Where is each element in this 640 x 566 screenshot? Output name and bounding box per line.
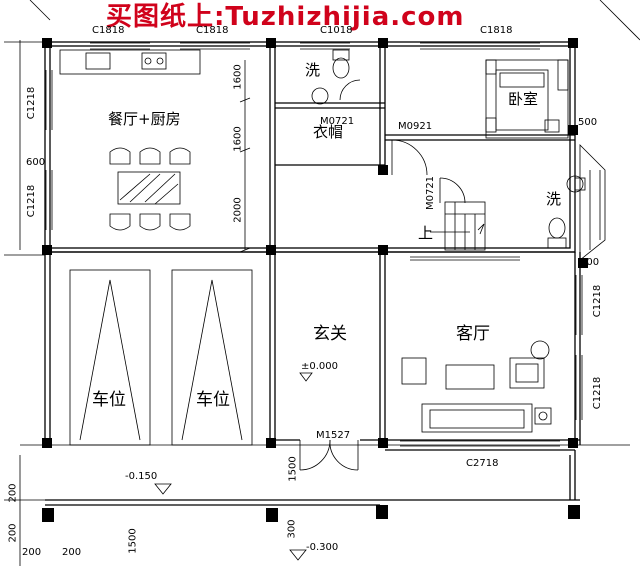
dim-300: 300 [286, 519, 298, 539]
code-window-bath: C1018 [320, 25, 353, 36]
dim-1500-bottom: 1500 [127, 528, 139, 554]
code-window-right-upper: C1218 [592, 284, 604, 318]
room-label-foyer: 玄关 [313, 324, 347, 344]
room-label-bedroom: 卧室 [508, 90, 539, 108]
code-door-entry: M1527 [316, 430, 351, 441]
dim-500-a: 500 [578, 117, 598, 128]
dim-200-c: 200 [22, 547, 42, 558]
watermark: 买图纸上:Tuzhizhijia.com [106, 2, 465, 32]
room-label-parking-1: 车位 [92, 390, 126, 410]
dim-200-b: 200 [7, 523, 19, 543]
code-door-bath: M0721 [425, 175, 437, 211]
code-door-bedroom: M0921 [398, 121, 433, 132]
dim-200-a: 200 [7, 483, 19, 503]
code-window-left-upper: C1218 [26, 86, 38, 120]
elevation-outside: -0.300 [306, 542, 339, 553]
elevation-garage: -0.150 [125, 471, 158, 482]
dim-200-d: 200 [62, 547, 82, 558]
code-window-right-lower: C1218 [592, 376, 604, 410]
room-label-dining-kitchen: 餐厅+厨房 [108, 110, 181, 128]
elevation-foyer: ±0.000 [301, 361, 339, 372]
room-label-bath-top: 洗 [305, 61, 321, 79]
code-window-left-lower: C1218 [26, 184, 38, 218]
room-label-living-room: 客厅 [456, 324, 490, 344]
dim-1500-door: 1500 [287, 456, 299, 482]
room-label-closet: 衣帽 [313, 123, 344, 141]
code-window-top-left: C1818 [92, 25, 125, 36]
room-label-bath-right: 洗 [546, 190, 562, 208]
code-door-closet: M0721 [320, 116, 355, 127]
fixtures [59, 49, 586, 561]
grid-lines [4, 0, 640, 566]
code-window-top-mid: C1818 [196, 25, 229, 36]
dim-500-b: 500 [580, 257, 600, 268]
room-label-parking-2: 车位 [196, 390, 230, 410]
dim-1600-b: 1600 [232, 126, 244, 152]
walls [44, 41, 581, 506]
dim-2000: 2000 [232, 197, 244, 223]
dim-left-600: 600 [26, 157, 46, 168]
windows [45, 42, 606, 447]
code-window-living-front: C2718 [466, 458, 499, 469]
dim-1600-a: 1600 [232, 64, 244, 90]
doors [299, 79, 466, 471]
columns [42, 38, 588, 522]
stair-up-label: 上 [418, 224, 434, 242]
code-window-bedroom: C1818 [480, 25, 513, 36]
